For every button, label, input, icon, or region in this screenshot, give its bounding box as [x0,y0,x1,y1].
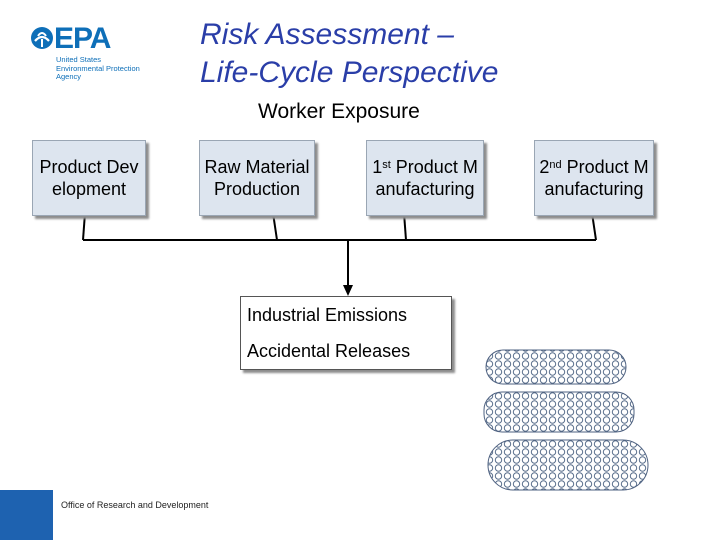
stage-label: Product Development [39,157,139,199]
nanotube-3 [487,439,649,491]
industrial-emissions-label: Industrial Emissions [247,305,408,325]
stage-label: Product Manufacturing [375,157,478,199]
stage-ordinal-suffix: nd [549,159,562,171]
stage-first-product-manufacturing: 1st Product Manufacturing [366,140,484,216]
carbon-nanotube-illustration [483,349,649,491]
connector-stage-2 [272,212,278,241]
nanotube-1 [485,349,627,385]
epa-agency-name: United States Environmental Protection A… [56,55,140,81]
footer-accent-block [0,490,53,540]
connector-stage-4 [591,212,597,241]
stage-label: Product Manufacturing [544,157,649,199]
epa-flower-icon [31,27,53,49]
stage-raw-material-production: Raw Material Production [199,140,315,216]
footer-text: Office of Research and Development [61,500,209,510]
stage-ordinal: 1 [372,157,383,177]
emissions-box: Industrial Emissions Accidental Releases [240,296,452,370]
page-title: Risk Assessment – Life-Cycle Perspective [200,18,499,89]
stage-ordinal-suffix: st [382,159,391,171]
connector-arrowhead [343,285,353,296]
diagram-subtitle: Worker Exposure [258,100,420,123]
stage-product-development: Product Development [32,140,146,216]
epa-logo: EPA United States Environmental Protecti… [30,22,165,82]
epa-wordmark: EPA [54,22,111,55]
nanotube-2 [483,391,635,433]
stage-second-product-manufacturing: 2nd Product Manufacturing [534,140,654,216]
connector-stage-3 [403,212,407,241]
accidental-releases-label: Accidental Releases [247,341,411,361]
stage-label: Raw Material Production [204,157,310,199]
connector-stage-1 [82,212,86,241]
stage-ordinal: 2 [539,157,550,177]
